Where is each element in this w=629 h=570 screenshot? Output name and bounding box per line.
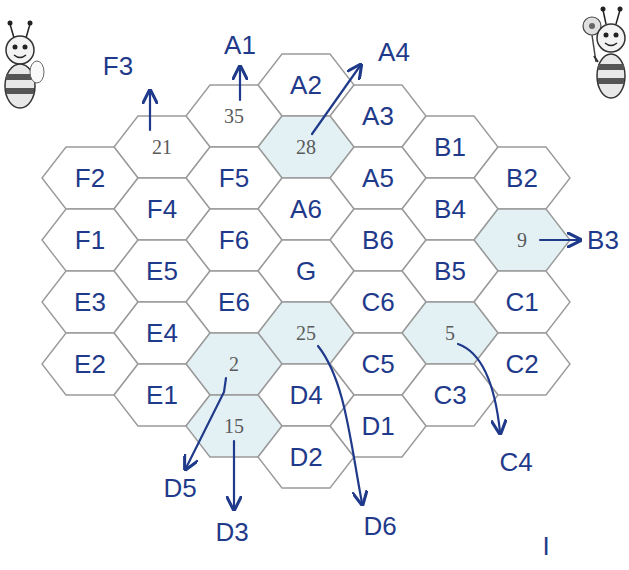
left-bee	[5, 21, 44, 109]
cell-label: E3	[74, 289, 106, 315]
leader-arrow	[239, 68, 241, 100]
cell-label: E5	[146, 258, 178, 284]
cell-label: F6	[219, 227, 249, 253]
leader-arrow	[149, 92, 151, 130]
cell-label: G	[296, 258, 316, 284]
given-number: 21	[152, 137, 172, 157]
leader-arrow	[540, 239, 579, 241]
cell-label: E1	[146, 382, 178, 408]
given-number: 2	[229, 354, 239, 374]
cell-label: C3	[433, 382, 466, 408]
leader-arrow	[318, 346, 362, 503]
cell-label: C2	[505, 351, 538, 377]
given-number: 25	[296, 323, 316, 343]
hex-shape	[258, 426, 354, 488]
cell-label: E2	[74, 351, 106, 377]
given-number: 15	[224, 416, 244, 436]
cell-label: C5	[361, 351, 394, 377]
given-number: 28	[296, 137, 316, 157]
given-number: 5	[445, 323, 455, 343]
cell-annotation: B3	[587, 227, 619, 253]
cell-label: E4	[146, 320, 178, 346]
leader-arrow	[312, 66, 360, 134]
cell-label: E6	[218, 289, 250, 315]
cell-label: A6	[290, 196, 322, 222]
cell-annotation: D6	[363, 513, 396, 539]
cell-label: C6	[361, 289, 394, 315]
cell-annotation: D5	[163, 475, 196, 501]
cell-label: F1	[75, 227, 105, 253]
right-bee	[583, 7, 625, 99]
hex-cell: D2	[258, 426, 354, 488]
cell-label: F5	[219, 165, 249, 191]
cell-label: C1	[505, 289, 538, 315]
cell-annotation: A1	[224, 32, 256, 58]
cell-label: F2	[75, 165, 105, 191]
leader-arrow	[186, 378, 226, 468]
leader-arrow	[233, 441, 235, 508]
cell-annotation: F3	[103, 53, 133, 79]
cell-label: B5	[434, 258, 466, 284]
cell-label: D4	[289, 382, 322, 408]
leader-arrow	[458, 344, 500, 432]
cell-label: B2	[506, 165, 538, 191]
cell-label: B4	[434, 196, 466, 222]
cell-label: F4	[147, 196, 177, 222]
cell-annotation: I	[542, 533, 549, 559]
cell-label: A2	[290, 72, 322, 98]
given-number: 9	[517, 230, 527, 250]
cell-annotation: C4	[499, 449, 532, 475]
cell-label: B1	[434, 134, 466, 160]
cell-annotation: A4	[378, 39, 410, 65]
given-number: 35	[224, 106, 244, 126]
cell-annotation: D3	[215, 519, 248, 545]
cell-label: D1	[361, 413, 394, 439]
cell-label: B6	[362, 227, 394, 253]
cell-label: A5	[362, 165, 394, 191]
cell-label: D2	[289, 444, 322, 470]
cell-label: A3	[362, 103, 394, 129]
